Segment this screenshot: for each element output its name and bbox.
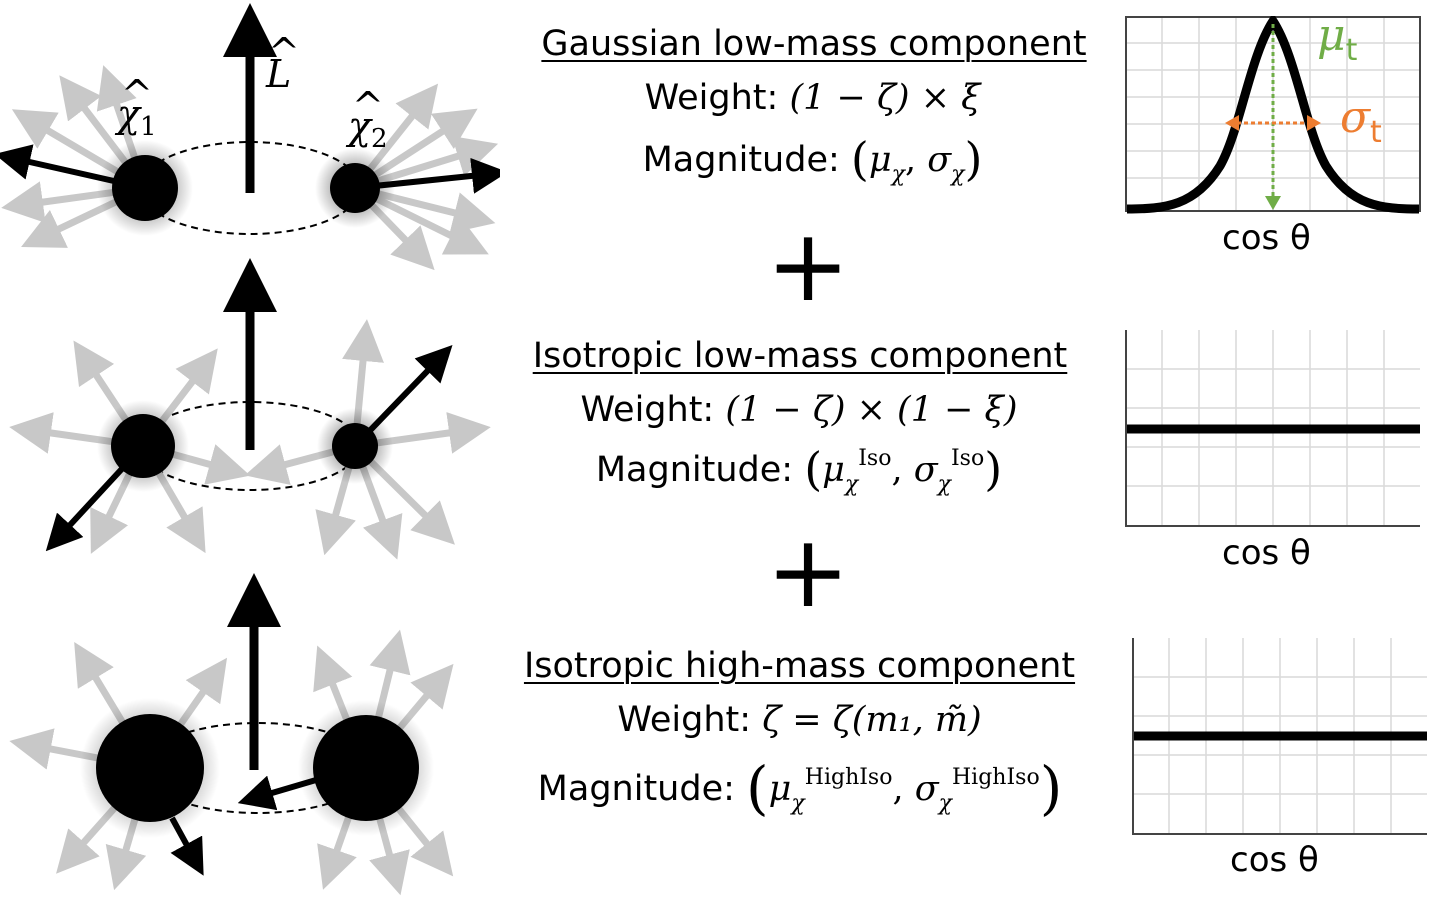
black-hole-2 [330, 163, 380, 213]
gaussian-axis-label: cos θ [1222, 218, 1311, 258]
isotropic-low-weight: Weight: (1 − ζ) × (1 − ξ) [580, 390, 1018, 430]
isotropic-low-component-title: Isotropic low-mass component [532, 336, 1068, 376]
isotropic-high-axis-label: cos θ [1230, 840, 1319, 880]
binary-isotropic-high [9, 573, 454, 896]
isotropic-low-axis-label: cos θ [1222, 533, 1311, 573]
spin-arrow-bh2 [237, 775, 317, 811]
spin-arrow-bh1 [169, 816, 204, 876]
binary-isotropic-low [9, 258, 491, 560]
sigma-t-label: σt [1340, 92, 1382, 150]
black-hole-2 [313, 715, 419, 821]
plus-sign-1: + [766, 207, 850, 324]
chi1-label: ^χ1 [117, 72, 157, 142]
binary-diagrams [0, 3, 500, 896]
gaussian-curve [1126, 16, 1420, 214]
isotropic-low-magnitude: Magnitude: (μχIso, σχIso) [595, 442, 1003, 497]
isotropic-high-magnitude: Magnitude: (μχHighIso, σχHighIso) [537, 754, 1063, 822]
black-hole-1 [112, 155, 178, 221]
isotropic-high-plot [1132, 638, 1427, 835]
binary-aligned [0, 3, 500, 271]
isotropic-high-component-title: Isotropic high-mass component [523, 646, 1076, 686]
black-hole-1 [96, 714, 204, 822]
isotropic-high-weight: Weight: ζ = ζ(m₁, m̃) [617, 700, 982, 740]
gaussian-component-title: Gaussian low-mass component [541, 24, 1087, 64]
gaussian-weight: Weight: (1 − ζ) × ξ [644, 78, 981, 118]
plot-grid [1132, 638, 1427, 833]
plus-sign-2: + [766, 513, 850, 630]
isotropic-low-plot [1125, 330, 1420, 527]
black-hole-2 [332, 423, 378, 469]
gaussian-magnitude: Magnitude: (μχ, σχ) [642, 132, 983, 187]
mu-t-label: μt [1317, 10, 1358, 68]
L-hat-label: ^L [266, 30, 300, 96]
plot-grid [1125, 16, 1420, 211]
gaussian-plot [1125, 16, 1421, 214]
black-hole-1 [111, 414, 175, 478]
chi2-label: ^χ2 [348, 84, 388, 154]
